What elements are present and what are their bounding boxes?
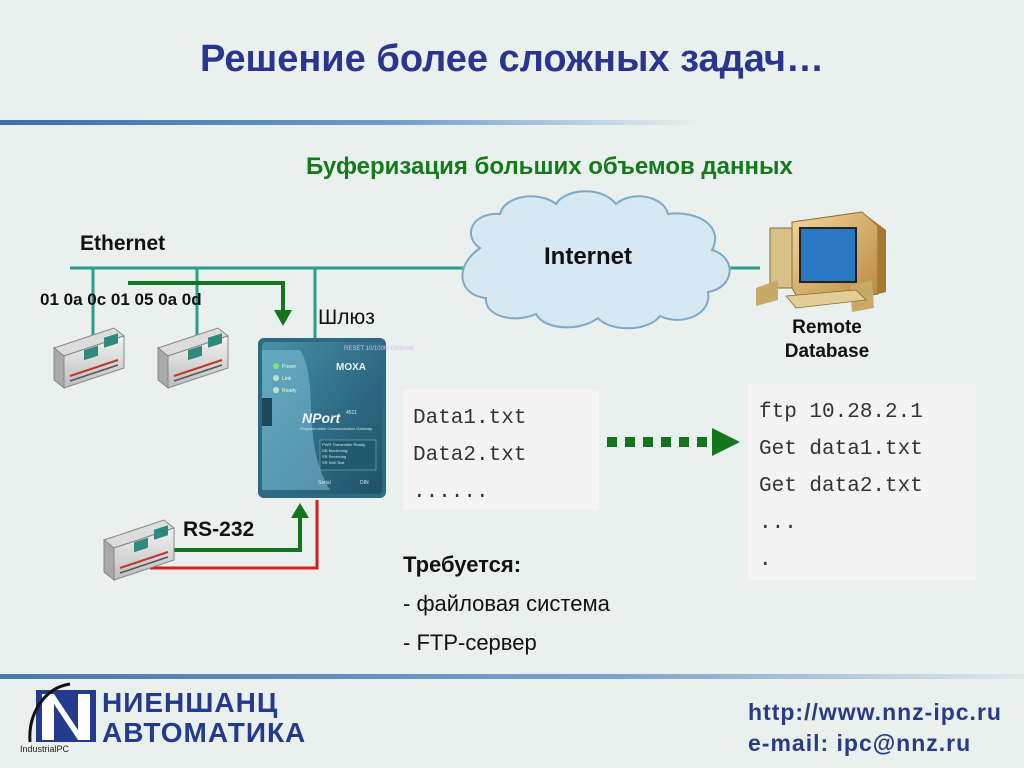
- ethernet-data-arrow: [128, 281, 292, 326]
- ftp-commands-box: ftp 10.28.2.1 Get data1.txt Get data2.tx…: [748, 384, 976, 580]
- led-label-power: Power: [282, 364, 297, 370]
- device-serial-label: Serial: [318, 480, 331, 486]
- transfer-arrow: [607, 428, 740, 456]
- ftp-line: ftp 10.28.2.1: [759, 401, 923, 424]
- requirements-title: Требуется:: [403, 552, 522, 577]
- ftp-line: .: [759, 549, 772, 572]
- company-name: НИЕНШАНЦ АВТОМАТИКА: [102, 688, 306, 748]
- ftp-line: Get data1.txt: [759, 438, 923, 461]
- device-ethernet-label: 10/100M Ethernet: [365, 346, 414, 352]
- file-line: Data1.txt: [413, 407, 527, 430]
- ftp-line: ...: [759, 512, 797, 535]
- requirement-item: - FTP-сервер: [403, 630, 537, 655]
- remote-computer-icon: [756, 211, 886, 312]
- device-model-subtitle: Programmable Communication Gateway: [300, 426, 373, 431]
- ethernet-device-1: [53, 327, 125, 389]
- ftp-line: Get data2.txt: [759, 475, 923, 498]
- file-line: Data2.txt: [413, 444, 527, 467]
- requirements-list: Требуется: - файловая система - FTP-серв…: [403, 545, 610, 662]
- nport-gateway: [258, 338, 386, 498]
- gateway-label: Шлюз: [318, 306, 375, 329]
- footer-contacts: http://www.nnz-ipc.ru e-mail: ipc@nnz.ru: [748, 697, 1002, 759]
- mac-address-label: 01 0a 0c 01 05 0a 0d: [40, 290, 202, 309]
- status-row: SR Receiving: [322, 454, 347, 459]
- remote-label-line1: Remote: [792, 317, 862, 338]
- led-label-ready: Ready: [282, 388, 297, 394]
- led-label-link: Link: [282, 376, 292, 382]
- device-model-number: 4511: [346, 410, 357, 416]
- device-status-table: PWR Transmitter Ready DB Monitoring SR R…: [322, 442, 365, 466]
- remote-label-line2: Database: [784, 341, 870, 362]
- file-line: ......: [413, 481, 489, 504]
- company-tagline: IndustrialPC: [20, 744, 70, 754]
- ethernet-device-2: [157, 327, 229, 389]
- device-brand: MOXA: [336, 362, 366, 373]
- requirement-item: - файловая система: [403, 591, 610, 616]
- status-row: SR Self-Test: [322, 460, 345, 465]
- internet-cloud: [461, 190, 731, 330]
- serial-device: [103, 519, 175, 581]
- company-name-line1: НИЕНШАНЦ: [102, 687, 279, 718]
- title-divider: [0, 120, 700, 125]
- diagram-subtitle: Буферизация больших объемов данных: [306, 153, 793, 180]
- company-name-line2: АВТОМАТИКА: [102, 717, 307, 748]
- remote-database-label: Remote Database: [760, 316, 894, 364]
- page-title: Решение более сложных задач…: [200, 38, 824, 80]
- status-row: DB Monitoring: [322, 448, 348, 453]
- status-row: PWR Transmitter Ready: [322, 442, 366, 447]
- device-model: NPort: [302, 410, 341, 426]
- email-link[interactable]: e-mail: ipc@nnz.ru: [748, 730, 972, 756]
- footer-divider: [0, 674, 1024, 679]
- buffered-files-box: Data1.txt Data2.txt ......: [403, 390, 599, 510]
- device-top-labels: RESET 10/100M Ethernet: [344, 346, 413, 353]
- device-din-label: DIN: [360, 480, 369, 486]
- device-led-labels: Power Link Ready: [282, 361, 296, 397]
- rs232-cables: [150, 500, 319, 570]
- website-link[interactable]: http://www.nnz-ipc.ru: [748, 699, 1002, 725]
- internet-label: Internet: [544, 243, 633, 270]
- rs232-label: RS-232: [183, 518, 255, 541]
- ethernet-label: Ethernet: [80, 232, 166, 255]
- device-reset-label: RESET: [344, 346, 364, 352]
- company-logo-icon: [28, 682, 96, 743]
